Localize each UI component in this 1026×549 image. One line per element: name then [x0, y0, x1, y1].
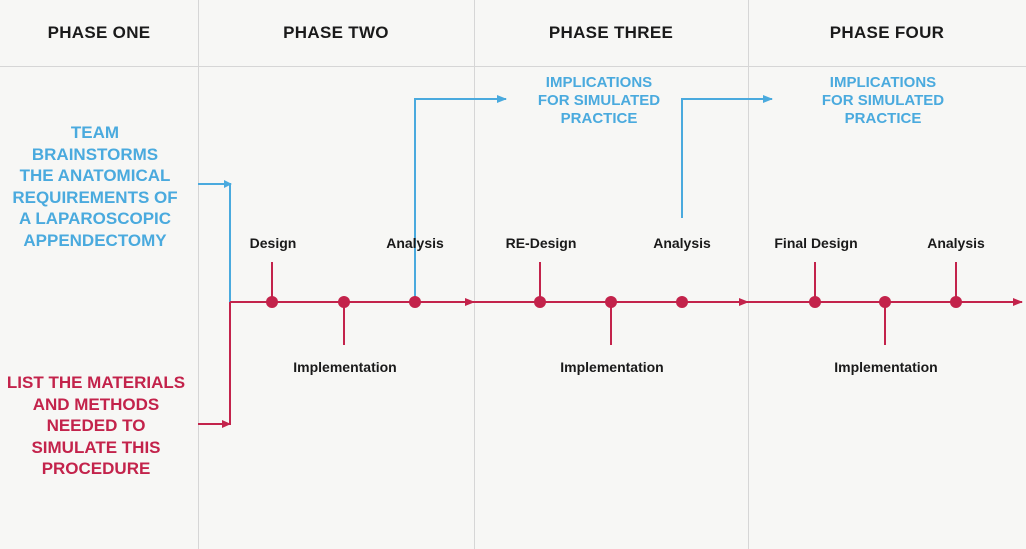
column-divider-2	[474, 0, 475, 549]
brainstorm-arrowhead	[224, 180, 232, 188]
label-implementation-phase-four: Implementation	[834, 359, 938, 375]
brainstorm-note-line: REQUIREMENTS OF	[12, 187, 178, 207]
implications-note-line: IMPLICATIONS	[829, 74, 937, 91]
analysis-3-implication-arrow	[681, 95, 773, 218]
milestone-dot-implementation-3	[605, 296, 617, 308]
header-phase-four: PHASE FOUR	[829, 23, 945, 42]
milestone-dot-design	[266, 296, 278, 308]
implications-note-line: PRACTICE	[560, 110, 638, 127]
milestone-dot-re-design	[534, 296, 546, 308]
milestone-dot-final-design	[809, 296, 821, 308]
milestone-dot-implementation-4	[879, 296, 891, 308]
label-analysis-phase-two: Analysis	[386, 235, 444, 251]
materials-note: LIST THE MATERIALS AND METHODS NEEDED TO…	[0, 372, 192, 480]
implications-note-line: PRACTICE	[844, 110, 922, 127]
header-phase-two: PHASE TWO	[283, 23, 389, 42]
implications-note-line: FOR SIMULATED	[821, 92, 945, 109]
milestone-dot-analysis-2	[409, 296, 421, 308]
implications-note-line: IMPLICATIONS	[545, 74, 653, 91]
materials-note-line: NEEDED TO	[46, 416, 146, 435]
brainstorm-note-line: BRAINSTORMS	[31, 144, 159, 164]
brainstorm-connector-arrow	[198, 183, 231, 302]
header-divider	[0, 66, 1026, 67]
materials-arrowhead	[222, 420, 231, 428]
label-design: Design	[249, 235, 297, 251]
label-implementation-phase-two: Implementation	[293, 359, 397, 375]
materials-note-line: PROCEDURE	[41, 459, 151, 478]
materials-connector-arrow	[198, 302, 231, 425]
implications-note-line: FOR SIMULATED	[537, 92, 661, 109]
brainstorm-note-line: A LAPAROSCOPIC	[18, 209, 172, 228]
label-re-design: RE-Design	[505, 235, 577, 251]
brainstorm-note: TEAM BRAINSTORMS THE ANATOMICAL REQUIREM…	[0, 122, 190, 251]
analysis-2-implication-arrow	[414, 95, 507, 302]
label-implementation-phase-three: Implementation	[560, 359, 664, 375]
brainstorm-note-line: APPENDECTOMY	[23, 230, 167, 250]
materials-note-line: SIMULATE THIS	[31, 437, 161, 457]
milestone-dot-analysis-4	[950, 296, 962, 308]
materials-note-line: AND METHODS	[32, 394, 160, 414]
column-divider-1	[198, 0, 199, 549]
implications-note-phase-three: IMPLICATIONS FOR SIMULATED PRACTICE	[518, 74, 680, 128]
header-phase-three: PHASE THREE	[548, 23, 674, 42]
label-analysis-phase-three: Analysis	[653, 235, 711, 251]
implications-note-phase-four: IMPLICATIONS FOR SIMULATED PRACTICE	[802, 74, 964, 128]
brainstorm-note-line: THE ANATOMICAL	[19, 166, 171, 185]
column-divider-3	[748, 0, 749, 549]
brainstorm-note-line: TEAM	[70, 123, 120, 142]
milestone-dot-implementation-2	[338, 296, 350, 308]
milestone-dot-analysis-3	[676, 296, 688, 308]
label-analysis-phase-four: Analysis	[927, 235, 985, 251]
materials-note-line: LIST THE MATERIALS	[6, 373, 186, 392]
label-final-design: Final Design	[774, 235, 858, 251]
header-phase-one: PHASE ONE	[47, 23, 151, 42]
